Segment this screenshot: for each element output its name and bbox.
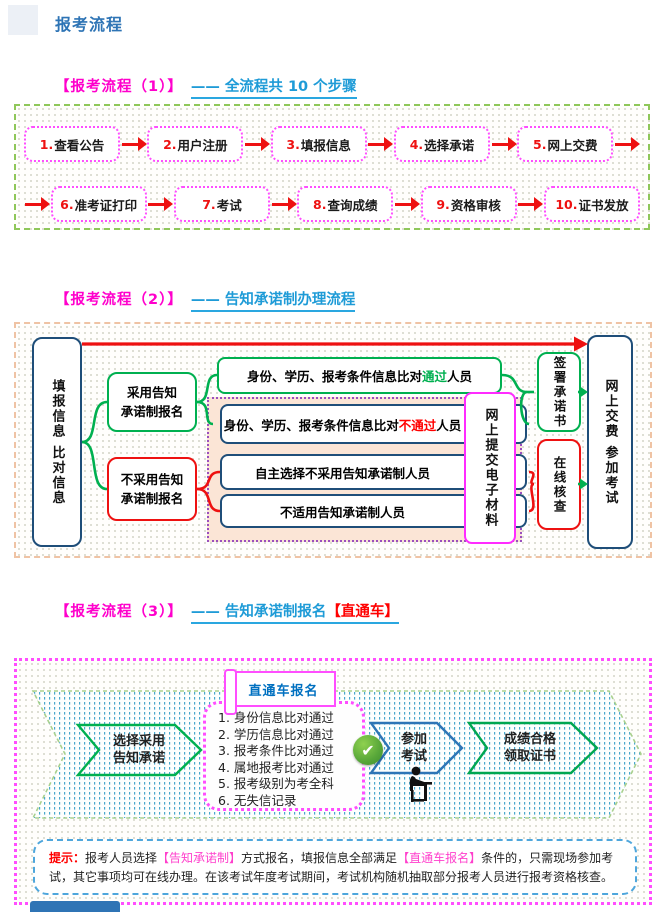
step-number: 6.: [60, 196, 74, 212]
flow-arrow-icon: [367, 137, 394, 151]
section1-flow-container: 1.查看公告 2.用户注册 3.填报信息 4.选择承诺 5.网上交费 6.准考证…: [14, 104, 650, 230]
tip-highlight-commitment: 【告知承诺制】: [157, 851, 242, 865]
compare-fail-text: 身份、学历、报考条件信息比对: [223, 417, 399, 433]
step-label: 用户注册: [177, 137, 228, 153]
condition-item: 5. 报考级别为考全科: [218, 776, 334, 791]
section1-heading: 【报考流程（1）】 —— 全流程共 10 个步骤: [55, 75, 357, 99]
step-number: 8.: [313, 196, 327, 212]
step-label: 准考证打印: [74, 197, 138, 213]
express-banner: 直通车报名: [224, 669, 336, 715]
pass-highlight: 通过: [421, 369, 447, 384]
pass-certificate-label: 成绩合格 领取证书: [503, 732, 556, 764]
flow-arrow-icon: [394, 197, 420, 211]
fill-compare-box: 填报信息 比对信息: [32, 337, 82, 547]
choose-commitment-label: 选择采用 告知承诺: [112, 734, 165, 766]
step-box-5: 5.网上交费: [517, 126, 614, 162]
online-check-label: 在线核查: [551, 455, 567, 514]
condition-item: 2. 学历信息比对通过: [218, 726, 334, 742]
condition-item: 4. 属地报考比对通过: [218, 759, 334, 775]
tip-text: 报考人员选择: [85, 851, 158, 865]
step-label: 填报信息: [300, 137, 351, 153]
step-number: 4.: [409, 136, 424, 152]
section3-heading: 【报考流程（3）】 —— 告知承诺制报名【直通车】: [55, 600, 399, 624]
step-label: 证书发放: [578, 197, 629, 213]
step-box-2: 2.用户注册: [147, 126, 244, 162]
step-number: 3.: [286, 136, 300, 152]
sign-commitment-label: 签署承诺书: [551, 355, 567, 429]
step-box-6: 6.准考证打印: [50, 186, 147, 222]
sign-commitment-box: 签署承诺书: [537, 352, 581, 432]
page-title: 报考流程: [55, 15, 124, 34]
flow-row-2: 6.准考证打印 7.考试 8.查询成绩 9.资格审核 10.证书发放: [24, 185, 640, 223]
step-box-1: 1.查看公告: [24, 126, 120, 162]
section1-heading-label: 【报考流程（1）】: [55, 79, 183, 95]
section2-heading-link[interactable]: —— 告知承诺制办理流程: [190, 292, 356, 308]
step-number: 2.: [163, 136, 177, 152]
checkmark-glyph: ✔: [361, 740, 375, 760]
step-box-4: 4.选择承诺: [393, 126, 490, 162]
express-banner-label: 直通车报名: [248, 683, 319, 699]
step-label: 查询成绩: [327, 197, 378, 213]
step-label: 选择承诺: [424, 137, 475, 153]
cutoff-bottom-element: [30, 901, 120, 912]
tip-text: 方式报名，填报信息全部满足: [241, 851, 398, 865]
section3-flow-container: 选择采用 告知承诺 参加 考试 成绩合格 领取证书 直通车报名 1. 身份信息比…: [14, 658, 652, 905]
step-number: 1.: [39, 136, 54, 152]
section3-heading-link[interactable]: —— 告知承诺制报名: [190, 604, 327, 620]
step-box-9: 9.资格审核: [420, 186, 517, 222]
header-bullet-icon: [8, 5, 38, 35]
examinee-at-desk-icon: [403, 765, 437, 807]
submit-material-box: 网上提交电子材料: [464, 392, 516, 544]
flow-arrow-icon: [271, 197, 297, 211]
condition-item: 1. 身份信息比对通过: [218, 710, 334, 725]
flow-arrow-icon: [121, 137, 147, 151]
section2-heading-label: 【报考流程（2）】: [55, 292, 183, 308]
step-number: 7.: [202, 196, 216, 212]
step-box-3: 3.填报信息: [270, 126, 367, 162]
flow-arrow-icon: [24, 197, 50, 211]
tip-label: 提示：: [49, 851, 86, 865]
step-label: 考试: [216, 197, 242, 213]
not-adopt-commitment-box: 不采用告知 承诺制报名: [107, 457, 197, 521]
check-circle-icon: ✔: [353, 735, 383, 765]
step-number: 5.: [533, 136, 547, 152]
fill-compare-label: 填报信息 比对信息: [49, 378, 65, 506]
step-box-7: 7.考试: [173, 186, 270, 222]
online-check-box: 在线核查: [537, 439, 581, 530]
flow-arrow-icon: [491, 137, 517, 151]
step-box-10: 10.证书发放: [543, 186, 640, 222]
section1-heading-link[interactable]: —— 全流程共 10 个步骤: [190, 79, 357, 95]
condition-item: 3. 报考条件比对通过: [218, 743, 334, 758]
step-label: 网上交费: [547, 137, 598, 153]
step-number: 9.: [436, 196, 450, 212]
flow-arrow-icon: [517, 197, 544, 211]
compare-pass-suffix: 人员: [447, 369, 473, 384]
step-number: 10.: [555, 196, 578, 212]
pay-exam-label: 网上交费 参加考试: [602, 378, 618, 506]
tip-text: 条件的，只需现场参加考试，其它事项均可在线办理。在该考试年度考试期间，考试机构随…: [49, 851, 614, 884]
pay-exam-box: 网上交费 参加考试: [587, 335, 633, 549]
adopt-commitment-box: 采用告知 承诺制报名: [107, 372, 197, 432]
compare-pass-text: 身份、学历、报考条件信息比对: [246, 369, 422, 384]
attend-exam-label: 参加 考试: [400, 732, 427, 764]
flow-arrow-icon: [147, 197, 174, 211]
section2-heading: 【报考流程（2）】 —— 告知承诺制办理流程: [55, 288, 356, 312]
section3-heading-highlight: 【直通车】: [326, 604, 399, 620]
compare-pass-box: 身份、学历、报考条件信息比对通过人员: [217, 357, 502, 394]
fail-highlight: 不通过: [398, 417, 437, 433]
flow-arrow-icon: [244, 137, 270, 151]
section2-flow-container: 填报信息 比对信息 采用告知 承诺制报名 不采用告知 承诺制报名 身份、学历、报…: [14, 322, 652, 558]
condition-item: 6. 无失信记录: [218, 792, 297, 808]
submit-material-label: 网上提交电子材料: [482, 408, 498, 528]
flow-row-1: 1.查看公告 2.用户注册 3.填报信息 4.选择承诺 5.网上交费: [24, 125, 640, 163]
tip-highlight-express: 【直通车报名】: [397, 851, 482, 865]
step-label: 查看公告: [54, 137, 105, 153]
express-conditions-list: 1. 身份信息比对通过 2. 学历信息比对通过 3. 报考条件比对通过 4. 属…: [203, 701, 365, 811]
flow-arrow-icon: [614, 137, 640, 151]
section3-heading-label: 【报考流程（3）】: [55, 604, 183, 620]
step-label: 资格审核: [450, 197, 501, 213]
tip-box: 提示：报考人员选择【告知承诺制】方式报名，填报信息全部满足【直通车报名】条件的，…: [33, 839, 637, 895]
compare-fail-suffix: 人员: [436, 417, 462, 433]
step-box-8: 8.查询成绩: [297, 186, 394, 222]
